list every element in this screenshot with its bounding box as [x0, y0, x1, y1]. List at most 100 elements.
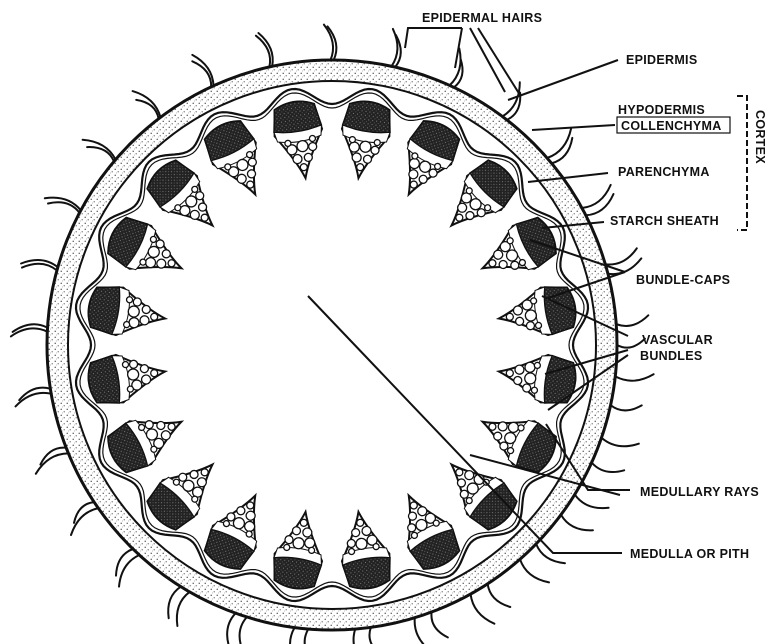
- vascular-bundle: [340, 508, 391, 590]
- epidermal-hair: [81, 138, 117, 161]
- xylem-vessel: [246, 169, 257, 179]
- xylem-vessel: [247, 157, 257, 167]
- epidermal-hair: [590, 461, 626, 473]
- xylem-vessel: [189, 209, 200, 220]
- xylem-vessel: [346, 538, 356, 549]
- xylem-vessel: [245, 510, 256, 521]
- xylem-vessel: [499, 441, 509, 451]
- vascular-bundle: [449, 462, 518, 531]
- xylem-vessel: [308, 141, 318, 152]
- epidermal-hair: [413, 616, 425, 644]
- epidermal-hair: [394, 34, 402, 69]
- xylem-vessel: [504, 431, 517, 445]
- xylem-vessel: [464, 470, 475, 481]
- label-collenchyma: COLLENCHYMA: [621, 119, 722, 133]
- xylem-vessel: [292, 537, 305, 550]
- xylem-vessel: [513, 375, 523, 386]
- xylem-vessel: [303, 152, 313, 163]
- epidermal-hair: [501, 81, 521, 118]
- label-epidermal-hairs: EPIDERMAL HAIRS: [422, 11, 542, 25]
- xylem-vessel: [182, 479, 195, 492]
- xylem-vessel: [191, 185, 199, 194]
- xylem-vessel: [195, 191, 205, 201]
- epidermal-hair: [191, 53, 215, 87]
- xylem-vessel: [432, 519, 440, 527]
- xylem-vessel: [283, 543, 291, 552]
- xylem-vessel: [518, 258, 527, 267]
- xylem-vessel: [299, 518, 308, 527]
- label-starch-sheath: STARCH SHEATH: [610, 214, 719, 228]
- xylem-vessel: [469, 198, 482, 211]
- xylem-vessel: [150, 445, 158, 453]
- epidermal-hair: [448, 47, 462, 87]
- epidermal-hair: [135, 98, 160, 120]
- epidermal-hair: [452, 57, 464, 89]
- xylem-vessel: [512, 305, 524, 316]
- epidermal-hair: [39, 446, 68, 466]
- xylem-vessel: [291, 526, 302, 536]
- xylem-vessel: [302, 527, 313, 538]
- epidermal-hair: [289, 626, 296, 644]
- xylem-vessel: [493, 249, 504, 260]
- xylem-vessel: [359, 140, 372, 153]
- epidermal-hair: [43, 196, 82, 212]
- xylem-vessel: [522, 383, 532, 393]
- xylem-vessel: [191, 495, 199, 503]
- label-vascular: VASCULAR: [642, 333, 713, 347]
- vascular-bundle: [273, 508, 324, 590]
- xylem-vessel: [284, 535, 294, 545]
- xylem-vessel: [245, 530, 253, 538]
- epidermal-hair: [167, 585, 182, 620]
- epidermal-hair: [21, 262, 58, 272]
- label-bundles: BUNDLES: [640, 349, 703, 363]
- xylem-vessel: [236, 506, 246, 516]
- vascular-bundle: [107, 216, 185, 271]
- vascular-bundle: [406, 492, 461, 570]
- epidermal-hair: [616, 337, 646, 349]
- epidermal-hair: [519, 558, 550, 584]
- epidermal-hair: [600, 436, 640, 448]
- xylem-vessel: [408, 169, 419, 180]
- xylem-vessel: [246, 180, 255, 189]
- xylem-vessel: [498, 259, 508, 270]
- epidermal-hair: [47, 201, 81, 214]
- xylem-vessel: [139, 364, 150, 374]
- epidermal-hair: [20, 259, 59, 269]
- xylem-vessel: [415, 518, 428, 532]
- xylem-vessel: [308, 134, 317, 143]
- epidermal-hair: [606, 257, 643, 276]
- xylem-vessel: [506, 446, 515, 455]
- xylem-vessel: [147, 245, 160, 259]
- epidermal-hair: [352, 628, 357, 644]
- vascular-bundle: [406, 120, 461, 198]
- xylem-vessel: [128, 359, 139, 369]
- xylem-vessel: [505, 369, 514, 378]
- xylem-vessel: [161, 249, 171, 259]
- xylem-vessel: [524, 372, 537, 385]
- xylem-vessel: [409, 180, 418, 189]
- vascular-bundle: [479, 216, 557, 271]
- xylem-vessel: [514, 316, 525, 326]
- epidermal-hair: [609, 404, 643, 412]
- vascular-bundle: [449, 159, 518, 228]
- xylem-vessel: [459, 489, 469, 499]
- xylem-vessel: [497, 421, 508, 432]
- epidermal-hair: [131, 90, 162, 119]
- epidermal-hair: [368, 626, 373, 644]
- vascular-bundle: [146, 159, 215, 228]
- xylem-vessel: [224, 163, 232, 171]
- xylem-vessel: [189, 469, 199, 480]
- xylem-vessel: [410, 531, 419, 540]
- vascular-bundle: [146, 462, 215, 531]
- epidermal-hair: [486, 582, 512, 608]
- xylem-vessel: [510, 260, 520, 270]
- xylem-vessel: [139, 315, 150, 326]
- xylem-vessel: [417, 506, 428, 517]
- xylem-vessel: [245, 150, 254, 159]
- xylem-vessel: [226, 512, 236, 522]
- xylem-vessel: [457, 202, 468, 213]
- xylem-vessel: [172, 478, 181, 486]
- xylem-vessel: [150, 369, 159, 378]
- xylem-vessel: [149, 235, 158, 244]
- xylem-vessel: [524, 309, 538, 322]
